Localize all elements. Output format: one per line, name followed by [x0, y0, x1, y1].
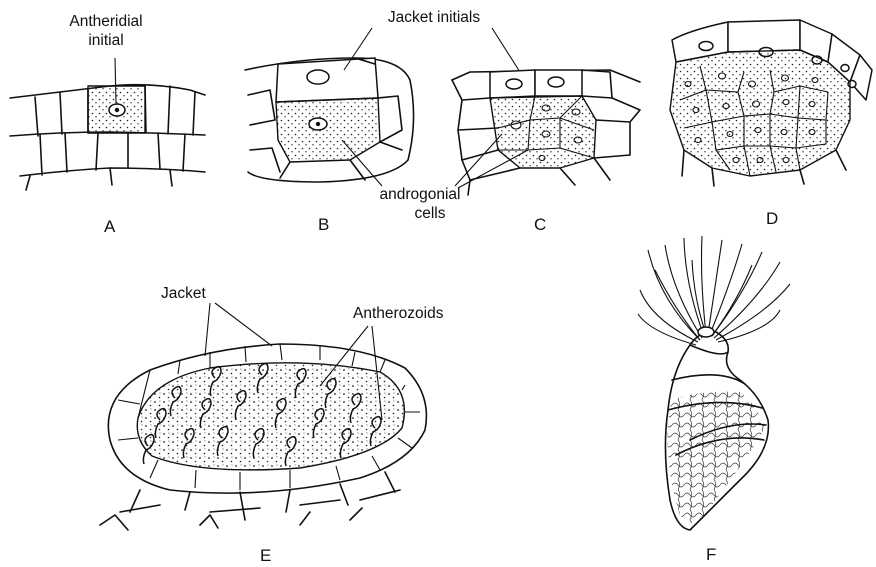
jacket-leader-2 — [215, 303, 272, 346]
panel-c-letter: C — [534, 215, 546, 234]
panel-e-antheridium-drawing — [100, 344, 426, 530]
panel-e-letter: E — [260, 546, 271, 565]
panel-d-letter: D — [766, 209, 778, 228]
panel-b-letter: B — [318, 215, 329, 234]
antheridial-initial-label-line2: initial — [88, 32, 123, 49]
androgonial-cells-label-line1: androgonial — [379, 186, 460, 203]
panel-d-cell-drawing — [670, 20, 872, 186]
panel-f-letter: F — [706, 545, 716, 564]
antheridial-initial-label-line1: Antheridial — [69, 13, 142, 30]
flagella — [638, 236, 790, 345]
panel-a-cell-drawing — [10, 85, 205, 190]
androgonial-cells-label-line2: cells — [414, 205, 445, 222]
jacket-leader-1 — [205, 303, 210, 356]
jacket-initials-leader-c — [492, 28, 520, 72]
jacket-initials-label: Jacket initials — [388, 9, 480, 26]
panel-a-letter: A — [104, 217, 116, 236]
antherozoids-label: Antherozoids — [353, 305, 444, 322]
panel-f-antherozoid-drawing — [638, 236, 790, 530]
panel-b-cell-drawing — [245, 58, 414, 182]
jacket-label: Jacket — [161, 285, 206, 302]
